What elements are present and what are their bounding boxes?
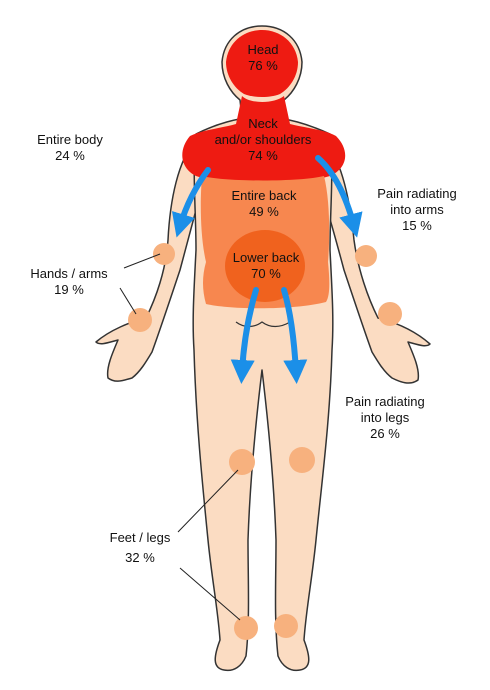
- buttocks-line: [235, 321, 291, 328]
- hands-label: Hands / arms 19 %: [30, 266, 108, 297]
- right-knee-spot: [289, 447, 315, 473]
- head-label: Head 76 %: [247, 42, 279, 73]
- hands-leader-lower: [119, 287, 137, 315]
- neck-label: Neck and/or shoulders 74 %: [214, 116, 312, 163]
- arrow-left-arm: [171, 167, 211, 238]
- radiating-spots: [128, 243, 402, 640]
- feet-label: Feet / legs 32 %: [109, 530, 171, 565]
- arrow-right-arm: [315, 155, 363, 238]
- feet-leader-ankle: [179, 567, 241, 621]
- radiating-arrows: [171, 155, 363, 384]
- right-upper-arm-spot: [355, 245, 377, 267]
- left-wrist-spot: [128, 308, 152, 332]
- left-knee-spot: [229, 449, 255, 475]
- left-upper-arm-spot: [153, 243, 175, 265]
- arrow-left-leg: [230, 287, 259, 384]
- right-wrist-spot: [378, 302, 402, 326]
- arrow-right-leg: [281, 287, 308, 384]
- lower-back-label: Lower back 70 %: [232, 250, 300, 281]
- hands-leader-upper: [123, 253, 161, 269]
- entire-body-label: Entire body 24 %: [37, 132, 103, 163]
- arms-label: Pain radiating into arms 15 %: [377, 186, 457, 233]
- neck-shoulder-zone: [182, 96, 346, 182]
- lower-back-zone: [225, 230, 305, 302]
- left-ankle-spot: [234, 616, 258, 640]
- leader-lines: [119, 253, 241, 621]
- entire-back-label: Entire back 49 %: [231, 188, 297, 219]
- legs-label: Pain radiating into legs 26 %: [345, 394, 425, 441]
- feet-leader-knee: [177, 469, 239, 533]
- head-zone: [226, 30, 298, 97]
- left-arm: [95, 139, 205, 382]
- right-ankle-spot: [274, 614, 298, 638]
